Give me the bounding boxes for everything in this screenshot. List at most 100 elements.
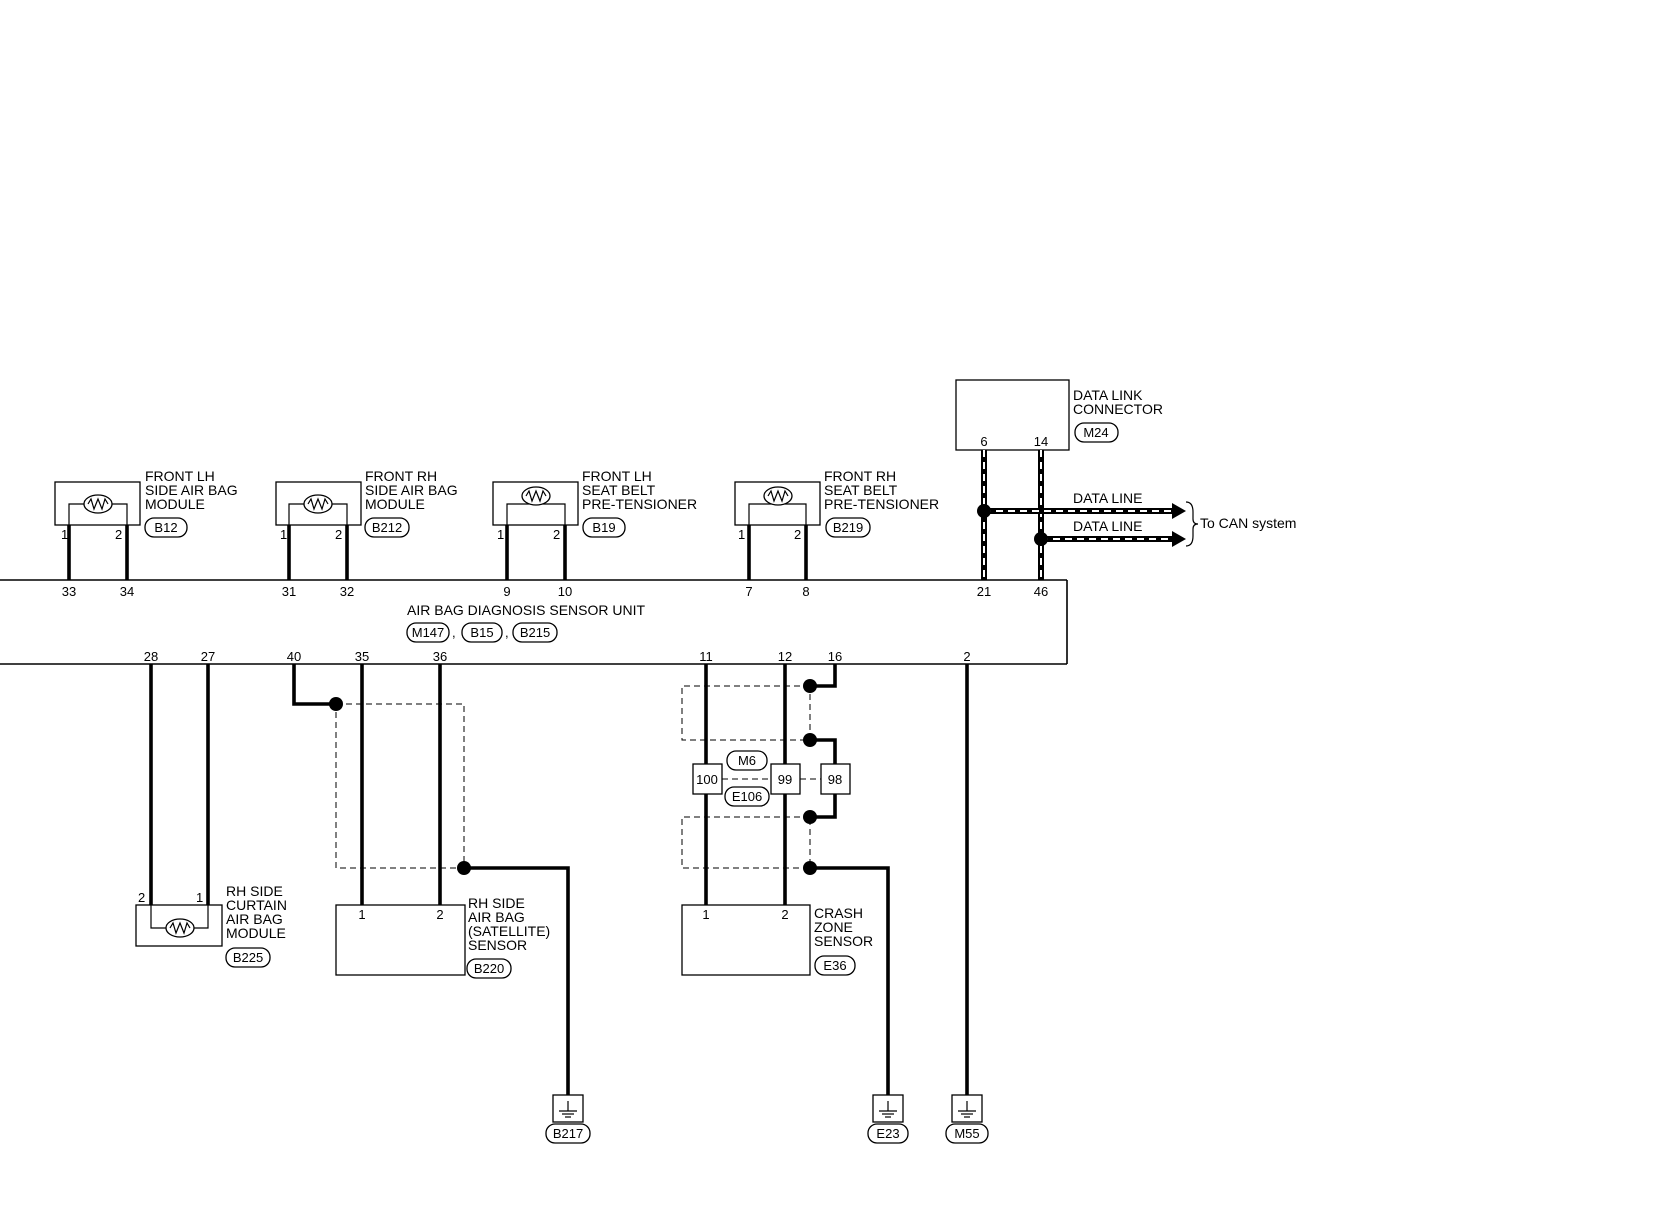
front-rh-pretensioner-connector: B219	[833, 520, 863, 535]
rh-curtain-label-1: RH SIDE	[226, 883, 283, 899]
front-rh-side-airbag-label-3: MODULE	[365, 496, 425, 512]
pin-34: 34	[120, 584, 134, 599]
front-rh-pretensioner-label-1: FRONT RH	[824, 468, 896, 484]
front-lh-pretensioner-pin-2: 2	[553, 527, 560, 542]
front-rh-side-airbag-module: 1 2 FRONT RH SIDE AIR BAG MODULE B212	[275, 468, 458, 580]
pin-10: 10	[558, 584, 572, 599]
svg-text:,: ,	[505, 625, 509, 640]
svg-text:B15: B15	[470, 625, 493, 640]
rh-curtain-pin-1: 1	[196, 890, 203, 905]
can-system-note: To CAN system	[1200, 515, 1296, 531]
front-lh-pretensioner-connector: B19	[592, 520, 615, 535]
front-lh-side-airbag-label-2: SIDE AIR BAG	[145, 482, 238, 498]
front-rh-pretensioner: 1 2 FRONT RH SEAT BELT PRE-TENSIONER B21…	[734, 468, 939, 580]
front-rh-side-airbag-label-1: FRONT RH	[365, 468, 437, 484]
dlc-label-1: DATA LINK	[1073, 387, 1143, 403]
svg-text:M147: M147	[412, 625, 445, 640]
satellite-label-3: (SATELLITE)	[468, 923, 550, 939]
pin-12: 12	[778, 649, 792, 664]
satellite-pin-2: 2	[436, 907, 443, 922]
rh-curtain-label-3: AIR BAG	[226, 911, 283, 927]
pin-33: 33	[62, 584, 76, 599]
pin-9: 9	[503, 584, 510, 599]
data-link-connector: 6 14 DATA LINK CONNECTOR M24	[955, 379, 1163, 451]
satellite-label-2: AIR BAG	[468, 909, 525, 925]
rh-curtain-label-4: MODULE	[226, 925, 286, 941]
front-lh-side-airbag-pin-2: 2	[115, 527, 122, 542]
front-rh-pretensioner-label-2: SEAT BELT	[824, 482, 898, 498]
can-data-lines: DATA LINE DATA LINE To CAN system	[977, 450, 1296, 580]
rh-curtain-label-2: CURTAIN	[226, 897, 287, 913]
sensor-unit-connector-b15: B15	[461, 622, 503, 643]
pin-27: 27	[201, 649, 215, 664]
front-rh-pretensioner-label-3: PRE-TENSIONER	[824, 496, 939, 512]
front-lh-pretensioner: 1 2 FRONT LH SEAT BELT PRE-TENSIONER B19	[492, 468, 697, 580]
pin-35: 35	[355, 649, 369, 664]
pin-7: 7	[745, 584, 752, 599]
ground-e23-label: E23	[876, 1126, 899, 1141]
front-lh-side-airbag-connector: B12	[154, 520, 177, 535]
front-lh-side-airbag-module: 1 2 FRONT LH SIDE AIR BAG MODULE B12	[54, 468, 238, 580]
crash-zone-connector: E36	[823, 958, 846, 973]
front-rh-side-airbag-connector: B212	[372, 520, 402, 535]
satellite-connector: B220	[474, 961, 504, 976]
pin-46: 46	[1034, 584, 1048, 599]
ground-e23: E23	[867, 1094, 909, 1144]
sensor-unit-connector-m147: M147	[406, 622, 450, 643]
joint-pin-99: 99	[778, 772, 792, 787]
crash-zone-pin-1: 1	[702, 907, 709, 922]
satellite-label-1: RH SIDE	[468, 895, 525, 911]
front-lh-pretensioner-pin-1: 1	[497, 527, 504, 542]
pin-2: 2	[963, 649, 970, 664]
front-lh-side-airbag-pin-1: 1	[61, 527, 68, 542]
svg-text:B215: B215	[520, 625, 550, 640]
svg-text:,: ,	[452, 625, 456, 640]
joint-connector-e106: E106	[732, 789, 762, 804]
front-rh-side-airbag-label-2: SIDE AIR BAG	[365, 482, 458, 498]
dlc-label-2: CONNECTOR	[1073, 401, 1163, 417]
crash-zone-label-2: ZONE	[814, 919, 853, 935]
crash-zone-sensor-circuit: 100 99 98 M6 E106 1 2 CRASH ZONE SENSOR …	[681, 664, 890, 1095]
sensor-unit-connector-b215: B215	[512, 622, 558, 643]
rh-side-curtain-module: 2 1 RH SIDE CURTAIN AIR BAG MODULE B225	[135, 664, 287, 968]
ground-m55-label: M55	[954, 1126, 979, 1141]
pin-40: 40	[287, 649, 301, 664]
front-lh-pretensioner-label-1: FRONT LH	[582, 468, 652, 484]
front-rh-pretensioner-pin-1: 1	[738, 527, 745, 542]
front-rh-side-airbag-pin-2: 2	[335, 527, 342, 542]
sensor-unit-label: AIR BAG DIAGNOSIS SENSOR UNIT	[407, 602, 645, 618]
rh-curtain-pin-2: 2	[138, 890, 145, 905]
ground-b217: B217	[545, 1094, 591, 1144]
dlc-pin-14: 14	[1034, 434, 1048, 449]
joint-pin-100: 100	[696, 772, 718, 787]
front-lh-side-airbag-label-3: MODULE	[145, 496, 205, 512]
crash-zone-label-3: SENSOR	[814, 933, 873, 949]
data-line-label-1: DATA LINE	[1073, 490, 1143, 506]
pin-21: 21	[977, 584, 991, 599]
joint-connector-m6: M6	[738, 753, 756, 768]
front-rh-side-airbag-pin-1: 1	[280, 527, 287, 542]
ground-m55: M55	[945, 1094, 989, 1144]
crash-zone-pin-2: 2	[781, 907, 788, 922]
crash-zone-label-1: CRASH	[814, 905, 863, 921]
ground-b217-label: B217	[553, 1126, 583, 1141]
pin-11: 11	[699, 649, 713, 664]
satellite-pin-1: 1	[358, 907, 365, 922]
pin-36: 36	[433, 649, 447, 664]
pin-32: 32	[340, 584, 354, 599]
pin-8: 8	[802, 584, 809, 599]
pin-31: 31	[282, 584, 296, 599]
front-lh-side-airbag-label-1: FRONT LH	[145, 468, 215, 484]
dlc-pin-6: 6	[980, 434, 987, 449]
joint-connector: 100 99 98 M6 E106	[692, 750, 851, 807]
front-lh-pretensioner-label-2: SEAT BELT	[582, 482, 656, 498]
pin-28: 28	[144, 649, 158, 664]
joint-pin-98: 98	[828, 772, 842, 787]
rh-side-satellite-sensor: 1 2 RH SIDE AIR BAG (SATELLITE) SENSOR B…	[292, 664, 570, 1095]
rh-curtain-connector: B225	[233, 950, 263, 965]
dlc-connector: M24	[1083, 425, 1108, 440]
sensor-unit: AIR BAG DIAGNOSIS SENSOR UNIT M147 , B15…	[0, 579, 1068, 665]
data-line-label-2: DATA LINE	[1073, 518, 1143, 534]
front-lh-pretensioner-label-3: PRE-TENSIONER	[582, 496, 697, 512]
